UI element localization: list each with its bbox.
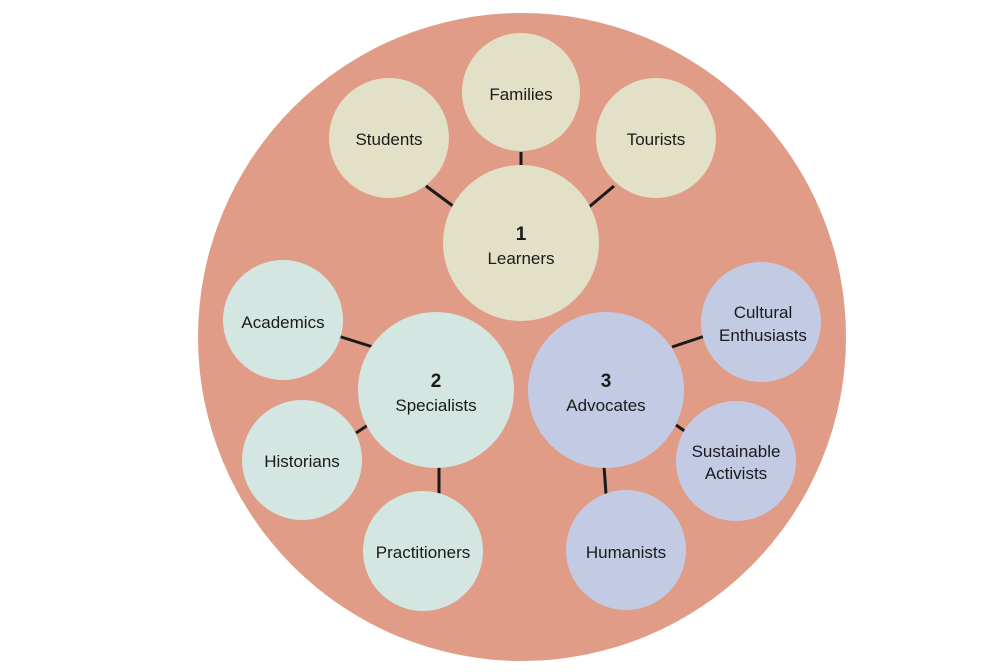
node-sustainable-activists-label-line2: Activists [705, 464, 767, 483]
connector-advocates-humanists [602, 465, 608, 495]
node-specialists-number: 2 [431, 371, 442, 392]
connector-learners-students [425, 184, 454, 208]
node-tourists-label: Tourists [627, 130, 686, 149]
node-learners-number: 1 [516, 224, 527, 245]
node-historians: Historians [242, 400, 362, 520]
node-students-label: Students [355, 130, 422, 149]
node-students: Students [329, 78, 449, 198]
connector-learners-tourists [588, 184, 615, 209]
node-cultural-enthusiasts-label-line1: Cultural [734, 303, 793, 322]
node-advocates: 3 Advocates [528, 312, 684, 468]
connector-specialists-historians [355, 423, 369, 435]
node-tourists: Tourists [596, 78, 716, 198]
node-advocates-number: 3 [601, 371, 612, 392]
node-practitioners-label: Practitioners [376, 543, 470, 562]
node-learners: 1 Learners [443, 165, 599, 321]
node-families-label: Families [489, 85, 552, 104]
connector-advocates-cultural-enthusiasts [671, 334, 706, 349]
node-specialists-label: Specialists [395, 396, 476, 415]
node-cultural-enthusiasts: Cultural Enthusiasts [701, 262, 821, 382]
node-advocates-label: Advocates [566, 396, 645, 415]
node-historians-label: Historians [264, 452, 340, 471]
node-families: Families [462, 33, 580, 151]
node-cultural-enthusiasts-label-line2: Enthusiasts [719, 326, 807, 345]
node-learners-label: Learners [487, 249, 554, 268]
node-academics: Academics [223, 260, 343, 380]
node-academics-label: Academics [241, 313, 324, 332]
node-humanists: Humanists [566, 490, 686, 610]
node-specialists: 2 Specialists [358, 312, 514, 468]
connector-specialists-academics [337, 334, 374, 349]
node-practitioners: Practitioners [363, 491, 483, 611]
node-humanists-label: Humanists [586, 543, 666, 562]
node-sustainable-activists: Sustainable Activists [676, 401, 796, 521]
node-sustainable-activists-label-line1: Sustainable [692, 442, 781, 461]
